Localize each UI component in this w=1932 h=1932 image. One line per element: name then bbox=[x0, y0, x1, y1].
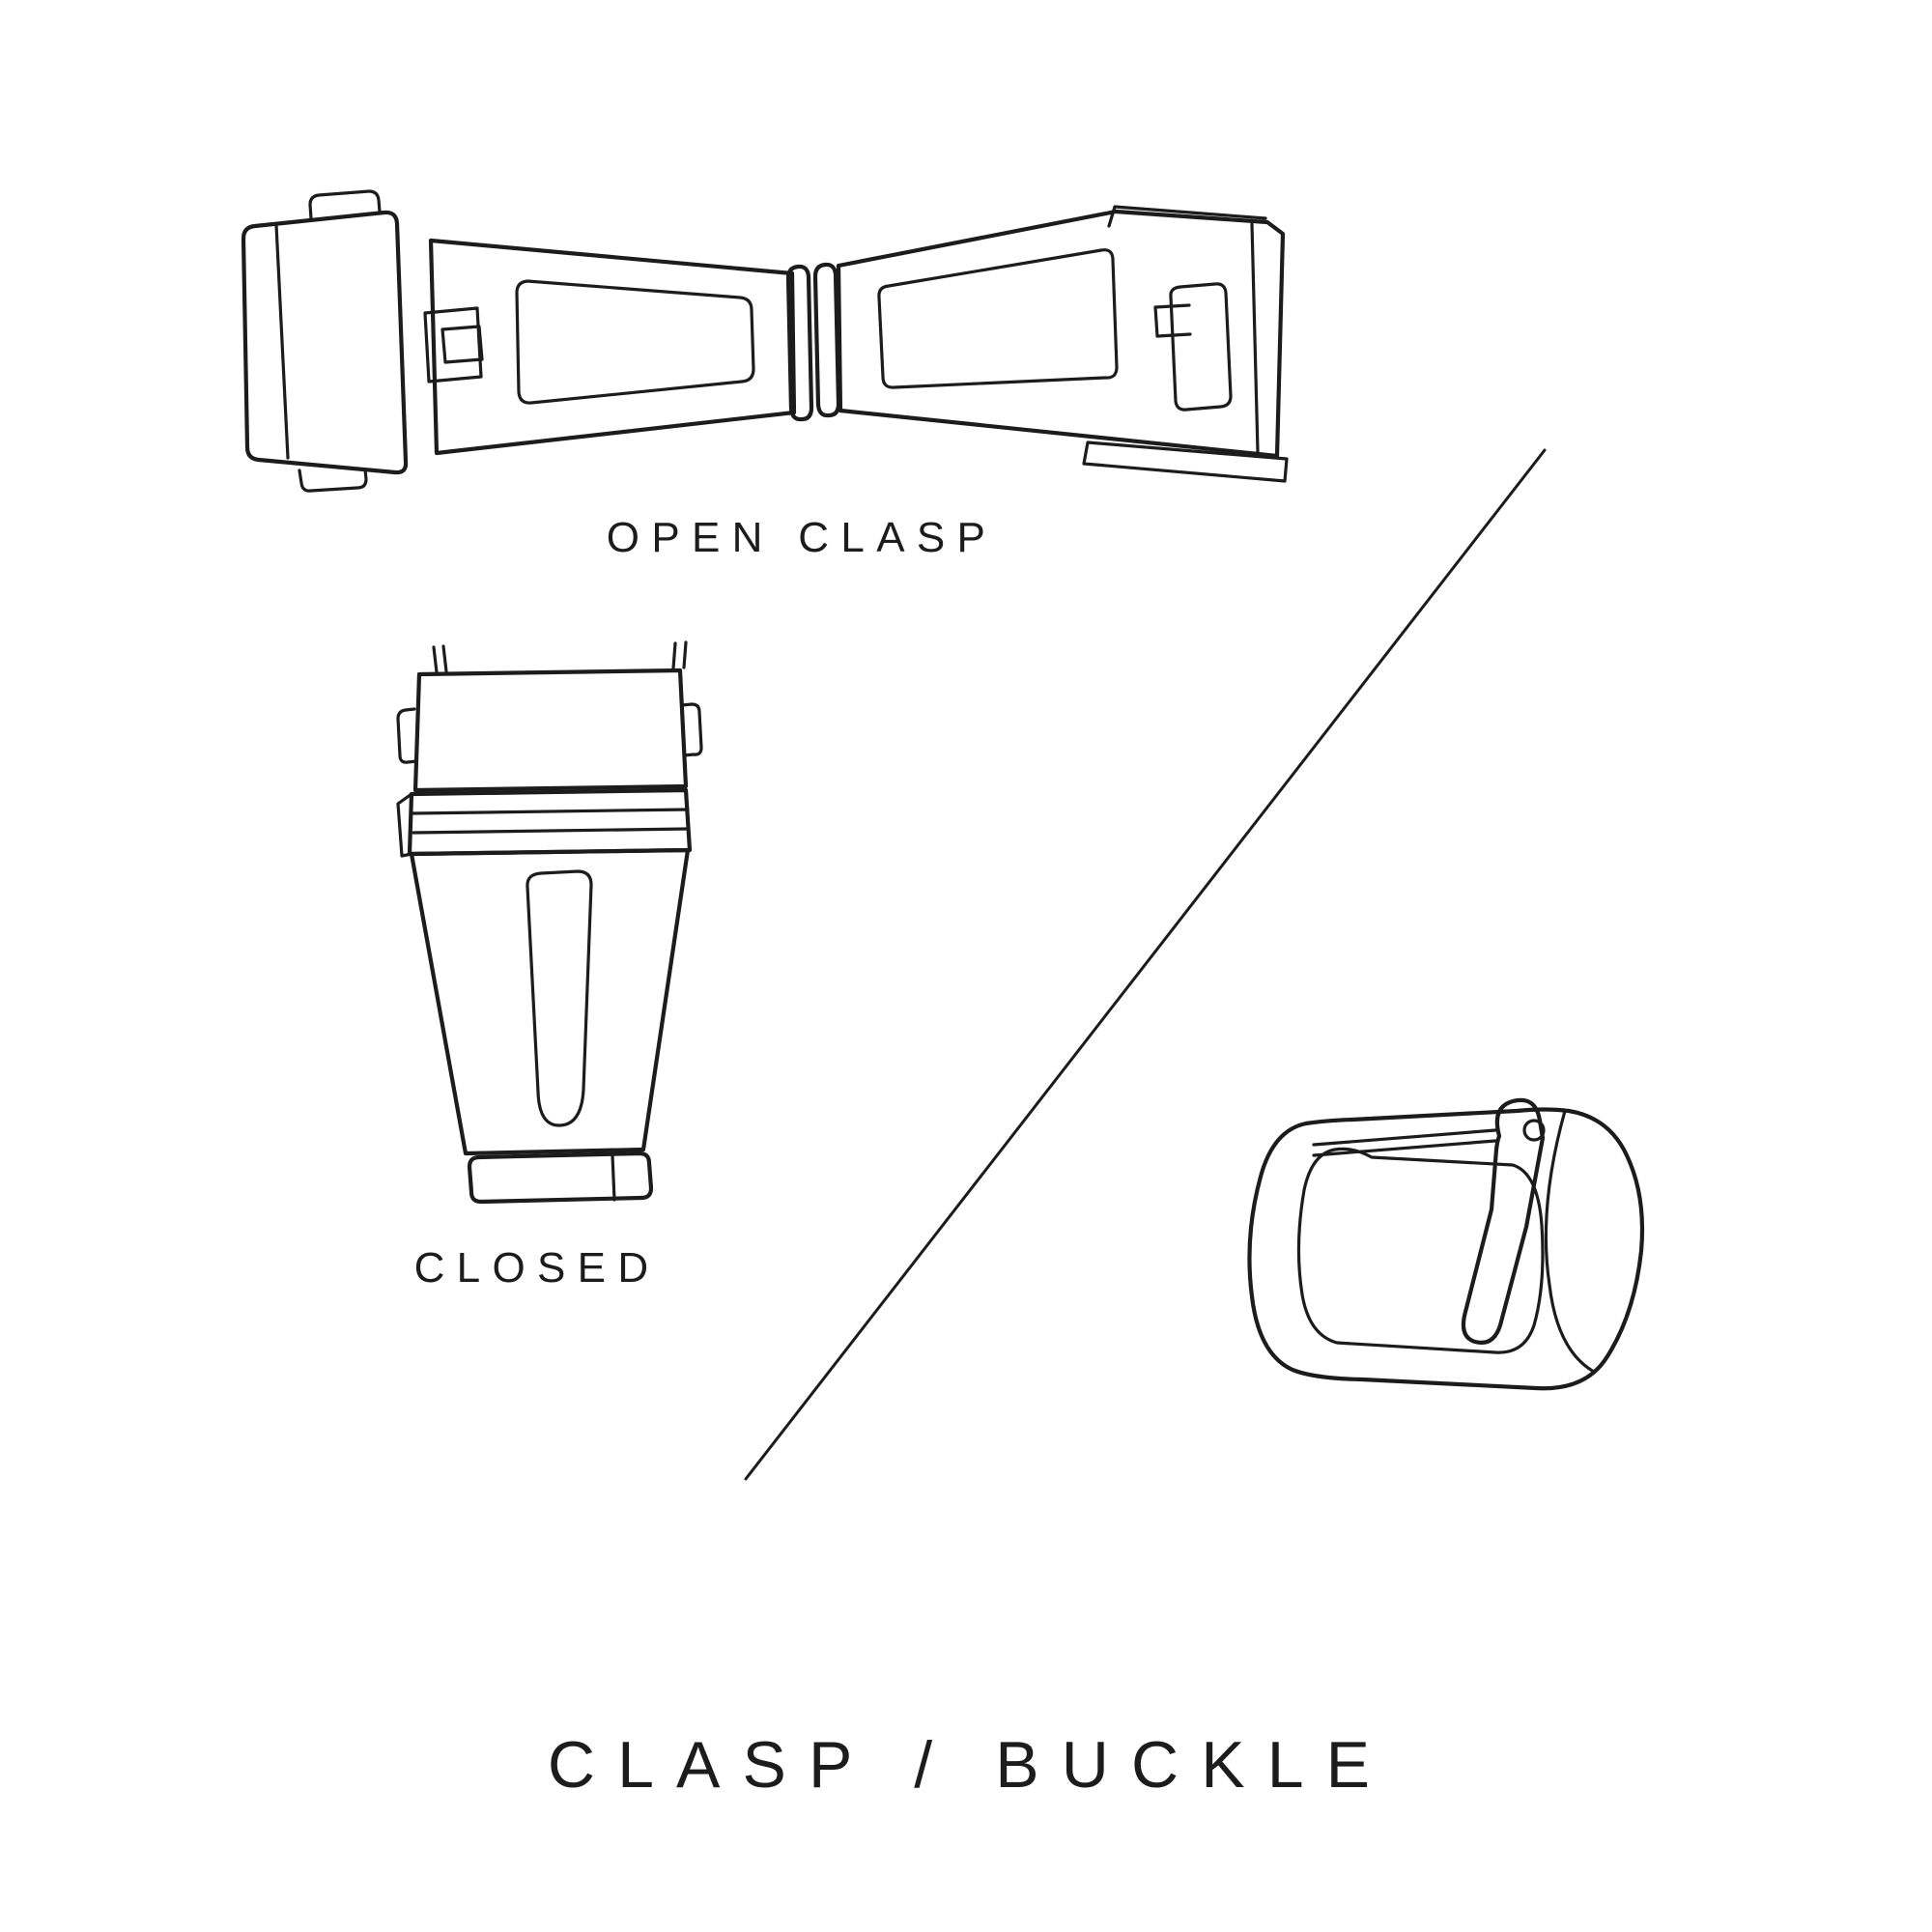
buckle-inner-opening bbox=[1296, 1147, 1545, 1354]
closed-clasp-illustration bbox=[396, 640, 703, 1205]
open-clasp-left-hook-outer bbox=[423, 306, 483, 384]
closed-clasp-left-ear bbox=[396, 707, 418, 764]
open-clasp-right-end-line bbox=[1250, 222, 1260, 454]
open-clasp-left-hook-inner bbox=[440, 325, 484, 364]
closed-clasp-bar-line bbox=[611, 1153, 616, 1202]
open-clasp-right-arm-inner bbox=[877, 248, 1119, 389]
open-clasp-hinge-bar-2 bbox=[812, 262, 841, 418]
open-clasp-right-end-plate bbox=[1107, 205, 1267, 228]
buckle-illustration bbox=[1247, 1097, 1645, 1391]
open-clasp-right-cutout bbox=[1169, 282, 1233, 412]
open-clasp-left-block bbox=[241, 210, 409, 475]
buckle-outer-frame bbox=[1247, 1107, 1645, 1391]
open-clasp-top-bump bbox=[308, 189, 382, 220]
open-clasp-hinge-bar-1 bbox=[785, 264, 814, 422]
closed-clasp-band-lines bbox=[411, 808, 691, 835]
open-clasp-left-arm-inner bbox=[515, 279, 755, 405]
closed-clasp-left-fold bbox=[396, 792, 413, 858]
closed-clasp-slot bbox=[526, 869, 593, 1127]
closed-clasp-right-ear bbox=[680, 702, 703, 757]
diagram-title: CLASP / BUCKLE bbox=[547, 1728, 1393, 1802]
closed-clasp-prongs bbox=[432, 640, 688, 674]
closed-clasp-body bbox=[409, 847, 691, 1156]
open-clasp-right-hook bbox=[1153, 303, 1192, 338]
open-clasp-left-arm bbox=[428, 238, 797, 456]
open-clasp-illustration bbox=[241, 189, 1289, 493]
buckle-prong bbox=[1461, 1097, 1546, 1345]
closed-clasp-band bbox=[407, 787, 693, 857]
open-clasp-right-bottom-strip bbox=[1082, 440, 1289, 483]
closed-clasp-label: CLOSED bbox=[413, 1244, 661, 1292]
open-clasp-bottom-bump bbox=[298, 468, 368, 493]
buckle-pin bbox=[1312, 1128, 1497, 1157]
buckle-pin-ring bbox=[1522, 1119, 1546, 1142]
closed-clasp-bottom-bar bbox=[467, 1151, 654, 1205]
closed-clasp-top-block bbox=[412, 668, 689, 793]
buckle-right-band-edge bbox=[1544, 1109, 1596, 1374]
open-clasp-label: OPEN CLASP bbox=[606, 514, 998, 561]
open-clasp-right-arm bbox=[836, 209, 1286, 459]
divider-line bbox=[744, 448, 1547, 1481]
open-clasp-left-block-strip bbox=[274, 223, 290, 460]
